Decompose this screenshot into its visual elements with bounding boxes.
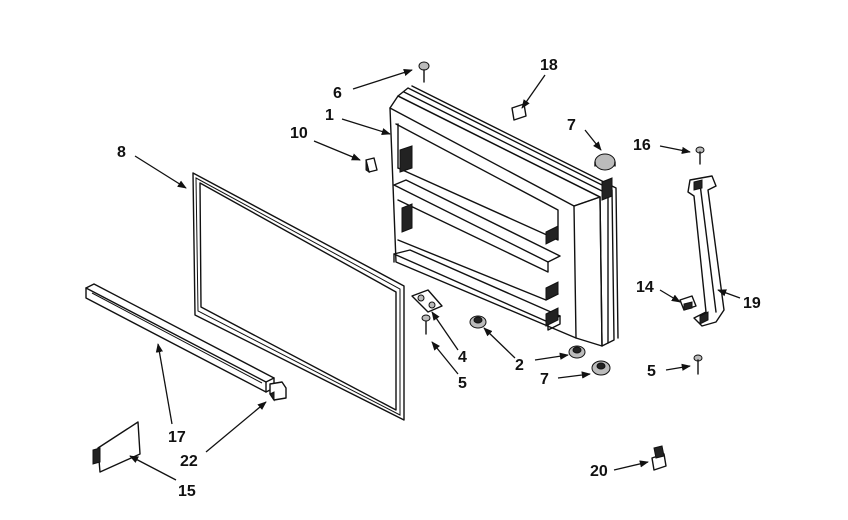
callout-14: 14 xyxy=(636,279,654,296)
freezer-door-part xyxy=(389,85,619,347)
grommet-part-a xyxy=(469,315,487,329)
callout-8: 8 xyxy=(117,144,126,161)
callout-5-left: 5 xyxy=(458,375,467,392)
plug-part-bottom xyxy=(591,360,611,376)
clip-part xyxy=(365,157,378,174)
trim-strip-part xyxy=(85,283,275,393)
callout-2: 2 xyxy=(515,357,524,374)
end-cap-part xyxy=(269,381,287,402)
plug-part-top xyxy=(594,153,616,171)
callout-10: 10 xyxy=(290,125,308,142)
screw-part-5b xyxy=(693,354,703,375)
screw-part-6 xyxy=(418,61,430,83)
callout-16: 16 xyxy=(633,137,651,154)
bracket-part xyxy=(679,295,697,311)
callout-1: 1 xyxy=(325,107,334,124)
hinge-plate-part xyxy=(411,289,443,313)
leader-lines xyxy=(129,69,741,481)
callout-4: 4 xyxy=(458,349,467,366)
label-card-part xyxy=(92,421,141,473)
screw-part-16 xyxy=(695,146,705,165)
callout-17: 17 xyxy=(168,429,186,446)
callout-7-top: 7 xyxy=(567,117,576,134)
callout-15: 15 xyxy=(178,483,196,500)
door-gasket-part xyxy=(192,172,405,421)
callout-20: 20 xyxy=(590,463,608,480)
callout-7-bottom: 7 xyxy=(540,371,549,388)
callout-18: 18 xyxy=(540,57,558,74)
callout-labels: 6 1 10 8 18 7 16 14 19 5 4 5 2 7 17 22 1… xyxy=(117,57,761,500)
clip-part-20 xyxy=(651,445,667,471)
callout-5-right: 5 xyxy=(647,363,656,380)
callout-19: 19 xyxy=(743,295,761,312)
grommet-part-b xyxy=(568,345,586,359)
door-handle-part xyxy=(687,175,725,327)
callout-6: 6 xyxy=(333,85,342,102)
screw-part-5a xyxy=(421,314,431,335)
callout-22: 22 xyxy=(180,453,198,470)
